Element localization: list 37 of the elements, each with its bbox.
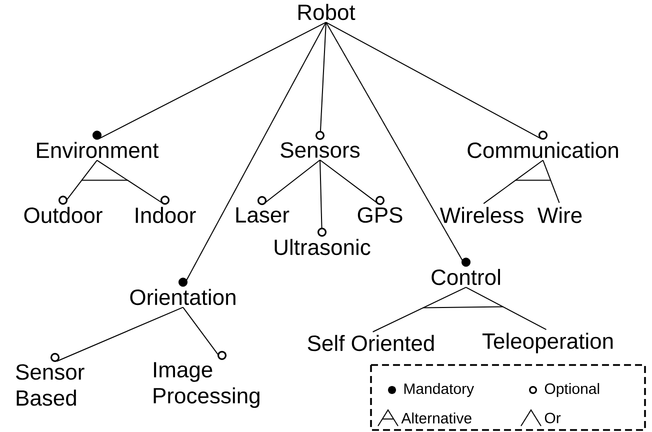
feature-connector	[257, 160, 320, 206]
feature-connector	[58, 160, 98, 205]
feature-label: Wire	[538, 206, 582, 224]
legend-text: Or	[544, 412, 561, 424]
feature-label: Image Processing	[154, 362, 260, 408]
legend-text: Alternative	[401, 412, 472, 424]
feature-label: Communication	[468, 142, 618, 158]
feature-label: Teleoperation	[482, 332, 613, 354]
feature-connector	[326, 22, 548, 140]
feature-label: Self Oriented	[308, 334, 434, 352]
feature-connector	[178, 22, 326, 287]
feature-label: Laser	[236, 207, 290, 223]
feature-connector	[50, 306, 184, 362]
feature-label: Sensors	[280, 142, 360, 158]
legend-text: Mandatory	[404, 383, 474, 397]
feature-label: Sensor Based	[16, 364, 84, 406]
feature-label: Indoor	[136, 206, 196, 224]
feature-label: Environment	[37, 142, 159, 158]
connector-line	[483, 160, 544, 204]
feature-connector	[182, 306, 227, 360]
feature-connector	[96, 160, 170, 205]
feature-connector	[315, 22, 326, 140]
feature-connector	[92, 22, 326, 140]
legend-text: Optional	[544, 383, 600, 397]
feature-connector	[326, 22, 471, 267]
feature-label: Orientation	[130, 288, 236, 306]
connector-line	[372, 286, 466, 332]
feature-label: Robot	[298, 4, 356, 20]
feature-connector	[320, 160, 385, 206]
feature-label: GPS	[358, 207, 402, 223]
connector-line	[466, 286, 547, 330]
feature-connector	[317, 160, 327, 237]
feature-label: Outdoor	[24, 206, 102, 224]
feature-label: Ultrasonic	[274, 238, 370, 256]
feature-label: Wireless	[440, 206, 524, 224]
connector-line	[542, 160, 560, 204]
feature-label: Control	[432, 268, 500, 286]
